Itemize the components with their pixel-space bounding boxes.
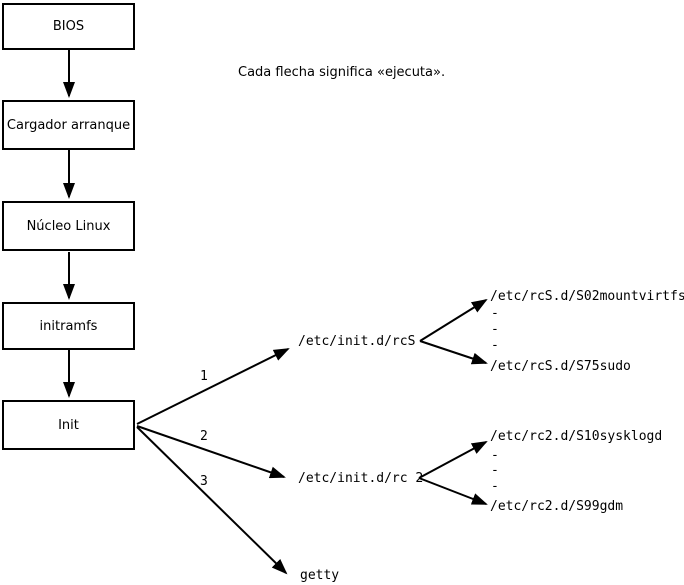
branch-number-3: 3 — [200, 474, 208, 489]
flow-box-bios: BIOS — [2, 3, 135, 50]
flow-box-bootloader: Cargador arranque — [2, 100, 135, 150]
rcs-ellipsis-dash: - — [491, 322, 499, 337]
flow-box-init: Init — [2, 400, 135, 450]
rcs-ellipsis-dash: - — [491, 338, 499, 353]
arrow-init-to-rcs — [136, 348, 290, 425]
flow-box-kernel: Núcleo Linux — [2, 201, 135, 251]
flow-box-initramfs: initramfs — [2, 302, 135, 350]
arrow-rcs-to-first-script — [419, 298, 488, 342]
target-getty: getty — [300, 568, 340, 583]
rc2-script-first: /etc/rc2.d/S10sysklogd — [490, 429, 663, 444]
rc2-script-last: /etc/rc2.d/S99gdm — [490, 499, 624, 514]
rc2-ellipsis-dash: - — [491, 463, 499, 478]
rc2-ellipsis-dash: - — [491, 479, 499, 494]
arrow-rc2-to-first-script — [418, 441, 488, 479]
branch-number-2: 2 — [200, 429, 208, 444]
note-arrow-meaning: Cada flecha significa «ejecuta». — [238, 65, 446, 80]
target-rc2-path: /etc/init.d/rc 2 — [298, 471, 424, 486]
arrow-init-to-rc2 — [136, 425, 286, 479]
rcs-script-first: /etc/rcS.d/S02mountvirtfs — [490, 289, 684, 304]
branch-number-1: 1 — [200, 369, 208, 384]
rc2-ellipsis-dash: - — [491, 448, 499, 463]
arrow-rc2-to-last-script — [418, 477, 488, 505]
arrow-rcs-to-last-script — [419, 340, 488, 365]
rcs-script-last: /etc/rcS.d/S75sudo — [490, 359, 631, 374]
arrow-init-to-getty — [136, 426, 288, 575]
target-rcs-path: /etc/init.d/rcS — [298, 334, 416, 349]
rcs-ellipsis-dash: - — [491, 306, 499, 321]
